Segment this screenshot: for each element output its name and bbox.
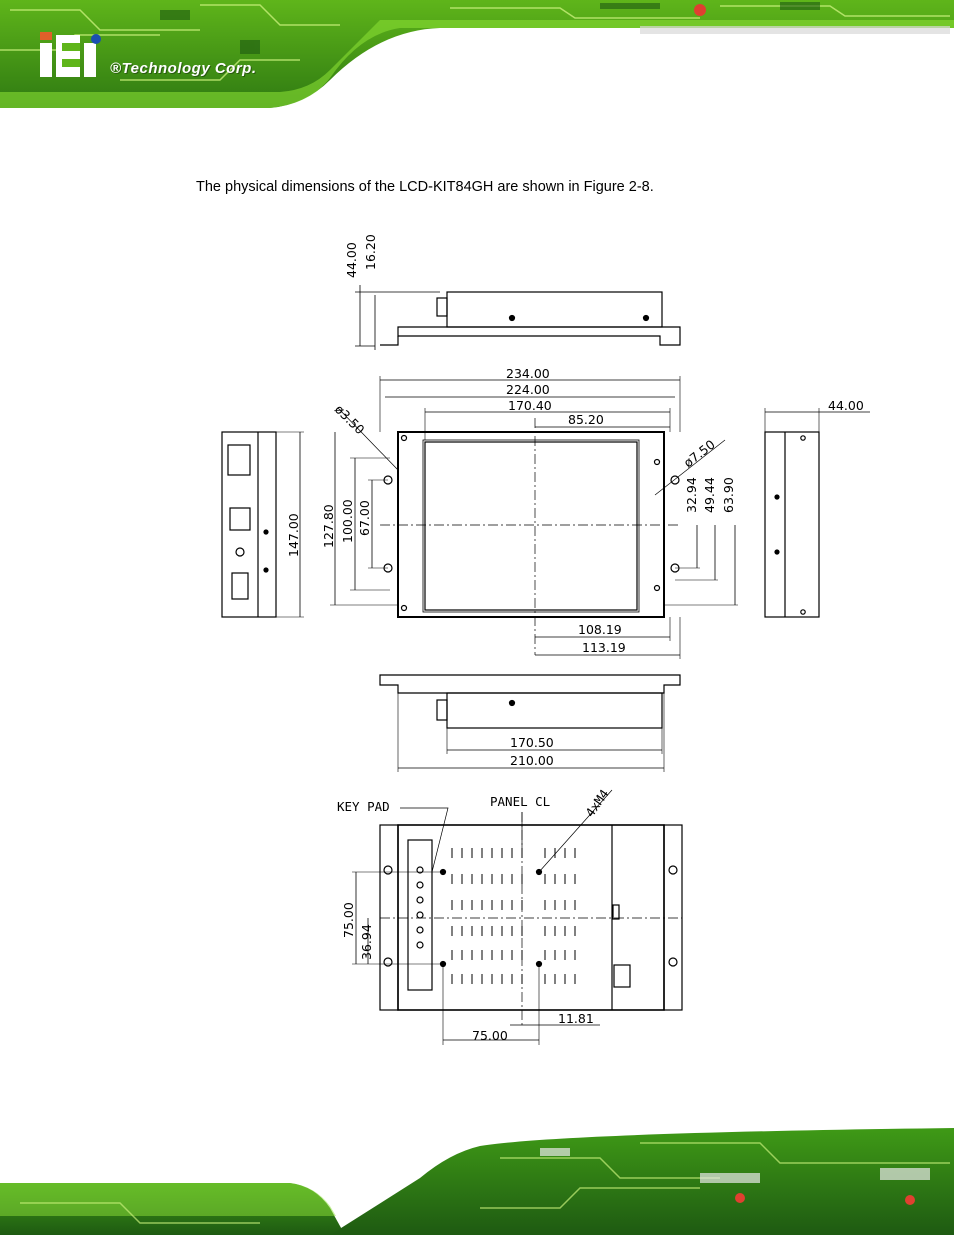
pcb-footer-graphic xyxy=(0,1128,954,1235)
dim-hole-7-5: ø7.50 xyxy=(681,437,718,471)
dim-147: 147.00 xyxy=(286,513,301,557)
top-view xyxy=(355,285,681,350)
dim-127-8: 127.80 xyxy=(321,504,336,548)
dim-top-16-2: 16.20 xyxy=(363,234,378,270)
intro-paragraph: The physical dimensions of the LCD-KIT84… xyxy=(196,179,654,195)
pcb-header-graphic xyxy=(0,0,954,112)
dim-100: 100.00 xyxy=(340,499,355,543)
dim-170-4: 170.40 xyxy=(508,398,552,413)
dim-rear-75-h: 75.00 xyxy=(472,1028,508,1043)
front-view xyxy=(330,376,738,659)
dim-36-94: 36.94 xyxy=(359,924,374,960)
screws-label: 4xM4 xyxy=(582,786,612,819)
iei-logo xyxy=(40,32,101,77)
dimension-drawing: 44.00 16.20 234.00 224.00 170.40 85.20 ø… xyxy=(221,234,870,1045)
company-name: ®Technology Corp. xyxy=(110,60,257,77)
dim-hole-3-5: ø3.50 xyxy=(332,402,368,438)
dim-85-2: 85.20 xyxy=(568,412,604,427)
dim-170-5: 170.50 xyxy=(510,735,554,750)
footer-banner xyxy=(0,1128,954,1235)
bottom-view xyxy=(379,674,681,772)
left-side-view xyxy=(221,431,304,618)
dim-32-94: 32.94 xyxy=(684,477,699,513)
key-pad-label: KEY PAD xyxy=(337,799,390,814)
dim-113-19: 113.19 xyxy=(582,640,626,655)
dim-67: 67.00 xyxy=(357,500,372,536)
dim-63-9: 63.90 xyxy=(721,477,736,513)
right-side-view xyxy=(764,408,870,618)
dim-108-19: 108.19 xyxy=(578,622,622,637)
dim-top-44: 44.00 xyxy=(344,242,359,278)
dim-210: 210.00 xyxy=(510,753,554,768)
dim-right-44: 44.00 xyxy=(828,398,864,413)
dim-rear-75-v: 75.00 xyxy=(341,902,356,938)
dim-234: 234.00 xyxy=(506,366,550,381)
rear-view xyxy=(352,789,683,1045)
dim-49-44: 49.44 xyxy=(702,477,717,513)
header-banner: ®Technology Corp. xyxy=(0,0,954,112)
panel-cl-label: PANEL CL xyxy=(490,794,550,809)
dim-11-81: 11.81 xyxy=(558,1011,594,1026)
dim-224: 224.00 xyxy=(506,382,550,397)
